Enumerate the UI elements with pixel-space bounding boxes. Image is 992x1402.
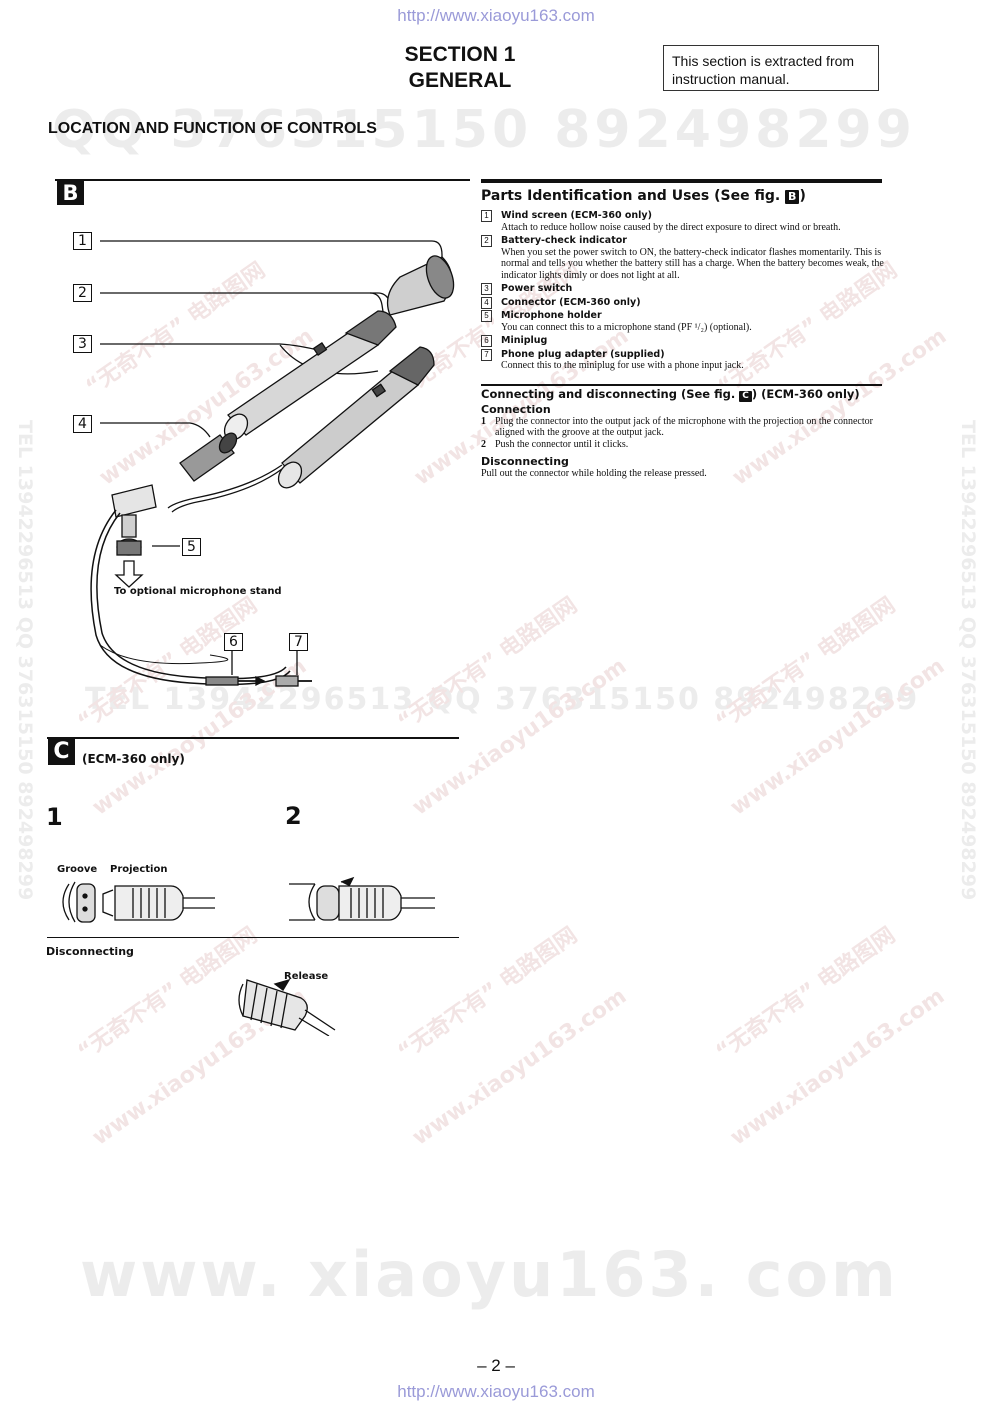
part-label: Power switch (501, 283, 573, 294)
disconnect-illustration (238, 978, 336, 1036)
part-description: When you set the power switch to ON, the… (501, 246, 884, 281)
part-label: Connector (ECM-360 only) (501, 296, 641, 308)
part-label: Phone plug adapter (supplied) (501, 348, 665, 360)
section-name: GENERAL (408, 69, 512, 92)
part-label: Battery-check indicator (501, 235, 627, 246)
part-item: 5 Microphone holder You can connect this… (481, 310, 885, 333)
figure-b-rule (55, 179, 470, 181)
part-label: Wind screen (ECM-360 only) (501, 210, 652, 221)
section-title: SECTION 1 GENERAL (380, 42, 540, 94)
step-text: Push the connector until it clicks. (495, 438, 629, 450)
part-item: 3 Power switch (481, 283, 885, 295)
header-url-link[interactable]: http://www.xiaoyu163.com (397, 6, 595, 25)
part-number: 3 (481, 283, 492, 295)
connecting-heading-letter: C (739, 391, 752, 402)
part-number: 5 (481, 310, 492, 322)
disconnecting-title: Disconnecting (481, 455, 569, 468)
connecting-heading-text: Connecting and disconnecting (See fig. (481, 387, 740, 401)
connection-step: 1 Plug the connector into the output jac… (481, 416, 885, 439)
parts-heading-suffix: ) (799, 188, 806, 204)
stand-arrow (114, 560, 144, 588)
stand-caption: To optional microphone stand (114, 586, 282, 597)
parts-list: 1 Wind screen (ECM-360 only) Attach to r… (481, 210, 885, 374)
part-description: Attach to reduce hollow noise caused by … (501, 221, 841, 233)
callout-2: 2 (73, 284, 92, 302)
connection-title: Connection (481, 403, 551, 416)
figure-c-step-1: 1 (46, 803, 63, 831)
part-item: 1 Wind screen (ECM-360 only) Attach to r… (481, 210, 885, 233)
part-label: Microphone holder (501, 310, 602, 321)
connecting-section: Connecting and disconnecting (See fig. C… (481, 387, 885, 479)
part-item: 7 Phone plug adapter (supplied) Connect … (481, 348, 885, 372)
microphone-holder (111, 484, 157, 518)
step-number: 1 (481, 415, 486, 427)
leader-line-4 (100, 422, 211, 438)
part-description: Connect this to the miniplug for use wit… (501, 360, 744, 371)
location-heading: LOCATION AND FUNCTION OF CONTROLS (48, 120, 377, 137)
watermark-bottom-url: www. xiaoyu163. com (80, 1238, 899, 1311)
figure-c-rule (47, 737, 459, 739)
step-text: Plug the connector into the output jack … (495, 415, 873, 439)
connector-step2-illustration (289, 876, 435, 921)
part-number: 1 (481, 210, 492, 222)
parts-heading-letter: B (785, 190, 800, 204)
callout-7: 7 (289, 633, 308, 651)
callout-1: 1 (73, 232, 92, 250)
page-number: – 2 – (477, 1356, 515, 1375)
part-item: 6 Miniplug (481, 335, 885, 347)
footer-url-link[interactable]: http://www.xiaoyu163.com (397, 1382, 595, 1401)
watermark-tel-banner: TEL 13942296513 QQ 376315150 892498299 (85, 682, 920, 717)
disconnecting-text: Pull out the connector while holding the… (481, 467, 707, 479)
callout-3: 3 (73, 335, 92, 353)
figure-c-subtitle: (ECM-360 only) (82, 752, 185, 766)
watermark-qq-banner: QQ 376315150 892498299 (52, 100, 916, 160)
parts-heading-text: Parts Identification and Uses (See fig. (481, 188, 786, 204)
figure-c-divider (47, 937, 459, 938)
part-description: You can connect this to a microphone sta… (501, 321, 752, 333)
extract-note-box: This section is extracted from instructi… (663, 45, 879, 91)
connecting-heading-suffix: ) (ECM-360 only) (751, 387, 860, 401)
connecting-heading: Connecting and disconnecting (See fig. C… (481, 387, 885, 402)
microphone-illustration (90, 240, 455, 687)
part-number: 7 (481, 348, 492, 361)
phone-plug-adapter (275, 675, 299, 687)
part-number: 6 (481, 335, 492, 347)
parts-heading: Parts Identification and Uses (See fig. … (481, 188, 806, 204)
figure-c-letter: C (48, 739, 75, 765)
leader-line-3 (100, 343, 323, 352)
part-label: Miniplug (501, 335, 548, 346)
callout-6: 6 (224, 633, 243, 651)
connection-step: 2 Push the connector until it clicks. (481, 439, 885, 451)
watermark-side-right: TEL 13942296513 QQ 376315150 892498299 (957, 420, 979, 901)
watermark-side-left: TEL 13942296513 QQ 376315150 892498299 (14, 420, 36, 901)
step-number: 2 (481, 438, 486, 450)
disconnecting-label: Disconnecting (46, 945, 134, 958)
callout-4: 4 (73, 415, 92, 433)
figure-c-step-2: 2 (285, 802, 302, 830)
section-number: SECTION 1 (404, 43, 516, 66)
part-item: 2 Battery-check indicator When you set t… (481, 235, 885, 281)
leader-line-1 (100, 240, 443, 275)
callout-5: 5 (182, 538, 201, 556)
leader-line-2 (100, 292, 387, 332)
part-item: 4 Connector (ECM-360 only) (481, 296, 885, 309)
parts-rule (481, 179, 882, 183)
miniplug (205, 676, 239, 686)
figure-b-letter: B (57, 181, 84, 205)
part-number: 4 (481, 296, 492, 309)
part-number: 2 (481, 235, 492, 247)
connecting-rule (481, 384, 882, 386)
release-label: Release (284, 971, 329, 982)
projection-label: Projection (110, 864, 168, 875)
groove-label: Groove (57, 864, 98, 875)
connector-step1-illustration (62, 881, 215, 923)
